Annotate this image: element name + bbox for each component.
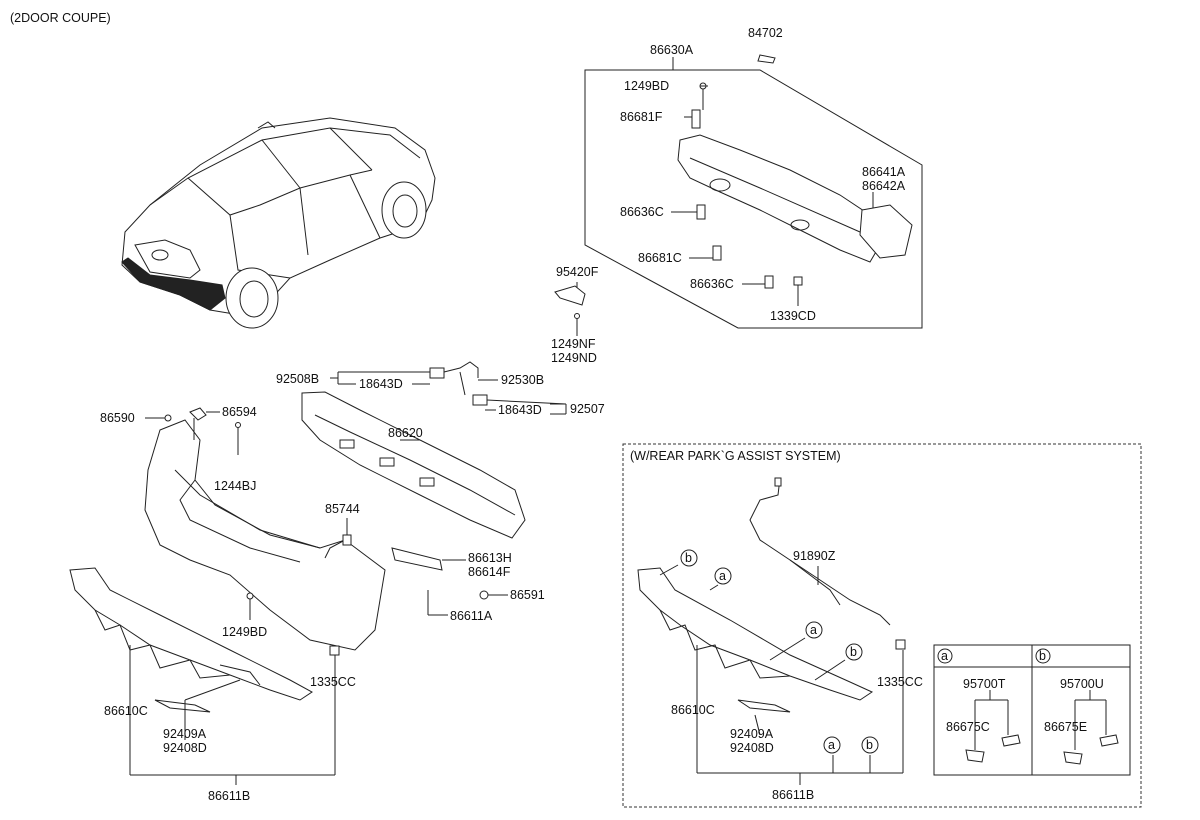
label-86610C-right: 86610C [671, 703, 715, 717]
legend-a-circle [937, 648, 953, 664]
connector-92507 [472, 394, 488, 406]
label-86590: 86590 [100, 411, 135, 425]
clip-1335CC-right [895, 639, 906, 650]
callout-a-3 [823, 736, 841, 754]
label-1249ND: 1249ND [551, 351, 597, 365]
callout-a-1 [714, 567, 732, 585]
callout-b-3 [861, 736, 879, 754]
assembly-outline [584, 69, 923, 329]
label-1335CC-left: 1335CC [310, 675, 356, 689]
label-86681F: 86681F [620, 110, 663, 124]
svg-text:b: b [1039, 649, 1046, 663]
label-86594: 86594 [222, 405, 257, 419]
label-95700U: 95700U [1060, 677, 1104, 691]
sensor-86675C [965, 749, 985, 763]
label-86636C-1: 86636C [620, 205, 664, 219]
parking-assist-box [622, 443, 1142, 808]
reflector-92409A-right [737, 699, 791, 713]
connector-92508B [429, 367, 445, 379]
callouts: b a a b a b [680, 549, 879, 754]
bracket-86636C-1 [696, 204, 706, 220]
label-86611A: 86611A [450, 609, 493, 623]
bracket-86613H [391, 547, 443, 571]
label-86614F: 86614F [468, 565, 511, 579]
variant-title: (2DOOR COUPE) [10, 11, 111, 25]
label-86681C: 86681C [638, 251, 682, 265]
sensor-95700U [1099, 734, 1119, 747]
sensor-wiring-group [330, 361, 567, 415]
svg-text:b: b [685, 551, 692, 565]
clip-1335CC-left [329, 645, 340, 656]
label-86611B-left: 86611B [208, 789, 250, 803]
svg-text:a: a [719, 569, 726, 583]
label-85744: 85744 [325, 502, 360, 516]
label-86630A: 86630A [650, 43, 694, 57]
label-95420F: 95420F [556, 265, 599, 279]
label-86620: 86620 [388, 426, 423, 440]
part-labels: 84702 86630A 1249BD 86681F 86641A 86642A… [100, 26, 1104, 803]
sensor-95700T [1001, 734, 1021, 747]
label-1339CD: 1339CD [770, 309, 816, 323]
label-92508B: 92508B [276, 372, 319, 386]
bracket-86681C [712, 245, 722, 261]
label-86642A: 86642A [862, 179, 906, 193]
energy-absorber-86620 [301, 391, 526, 539]
label-92507: 92507 [570, 402, 605, 416]
callout-a-2 [805, 621, 823, 639]
label-1244BJ: 1244BJ [214, 479, 256, 493]
bracket-86636C-2 [764, 275, 774, 289]
bracket-86641A [859, 204, 913, 259]
label-86641A: 86641A [862, 165, 906, 179]
reinforcement-beam [677, 134, 881, 263]
label-1335CC-right: 1335CC [877, 675, 923, 689]
legend-box: a b [933, 644, 1131, 776]
label-1249NF: 1249NF [551, 337, 596, 351]
diffuser-86610C-left [69, 567, 340, 785]
svg-text:a: a [941, 649, 948, 663]
label-86591: 86591 [510, 588, 545, 602]
bumper-small-parts [246, 518, 508, 620]
label-84702: 84702 [748, 26, 783, 40]
bumper-cover-86611A [144, 407, 448, 651]
part-84702 [757, 54, 776, 64]
label-86636C-2: 86636C [690, 277, 734, 291]
label-92408D-right: 92408D [730, 741, 774, 755]
reflector-92409A-left [154, 699, 211, 713]
clip-86591 [479, 590, 489, 600]
label-1249BD-top: 1249BD [624, 79, 669, 93]
label-92409A-right: 92409A [730, 727, 774, 741]
label-86610C-left: 86610C [104, 704, 148, 718]
callout-b-2 [845, 643, 863, 661]
legend-b-circle [1035, 648, 1051, 664]
sensor-86675E [1063, 751, 1083, 765]
label-86611B-right: 86611B [772, 788, 814, 802]
bracket-95420F-group [554, 282, 586, 336]
svg-text:b: b [850, 645, 857, 659]
label-1249BD-bottom: 1249BD [222, 625, 267, 639]
reinforcement-assembly [584, 54, 923, 329]
label-86675C: 86675C [946, 720, 990, 734]
part-85744 [342, 534, 352, 546]
harness-91890Z [749, 477, 891, 626]
label-86675E: 86675E [1044, 720, 1087, 734]
svg-text:a: a [810, 623, 817, 637]
parking-assist-title: (W/REAR PARK`G ASSIST SYSTEM) [630, 449, 841, 463]
diffuser-86610C-right [637, 564, 906, 785]
svg-text:b: b [866, 738, 873, 752]
label-91890Z: 91890Z [793, 549, 836, 563]
label-18643D-2: 18643D [498, 403, 542, 417]
bracket-86681F [691, 109, 701, 129]
label-95700T: 95700T [963, 677, 1006, 691]
label-18643D-1: 18643D [359, 377, 403, 391]
label-86613H: 86613H [468, 551, 512, 565]
car-illustration [121, 117, 436, 329]
label-92530B: 92530B [501, 373, 544, 387]
label-92409A-left: 92409A [163, 727, 207, 741]
nut-1339CD [793, 276, 803, 286]
svg-text:a: a [828, 738, 835, 752]
callout-b-1 [680, 549, 698, 567]
label-92408D-left: 92408D [163, 741, 207, 755]
